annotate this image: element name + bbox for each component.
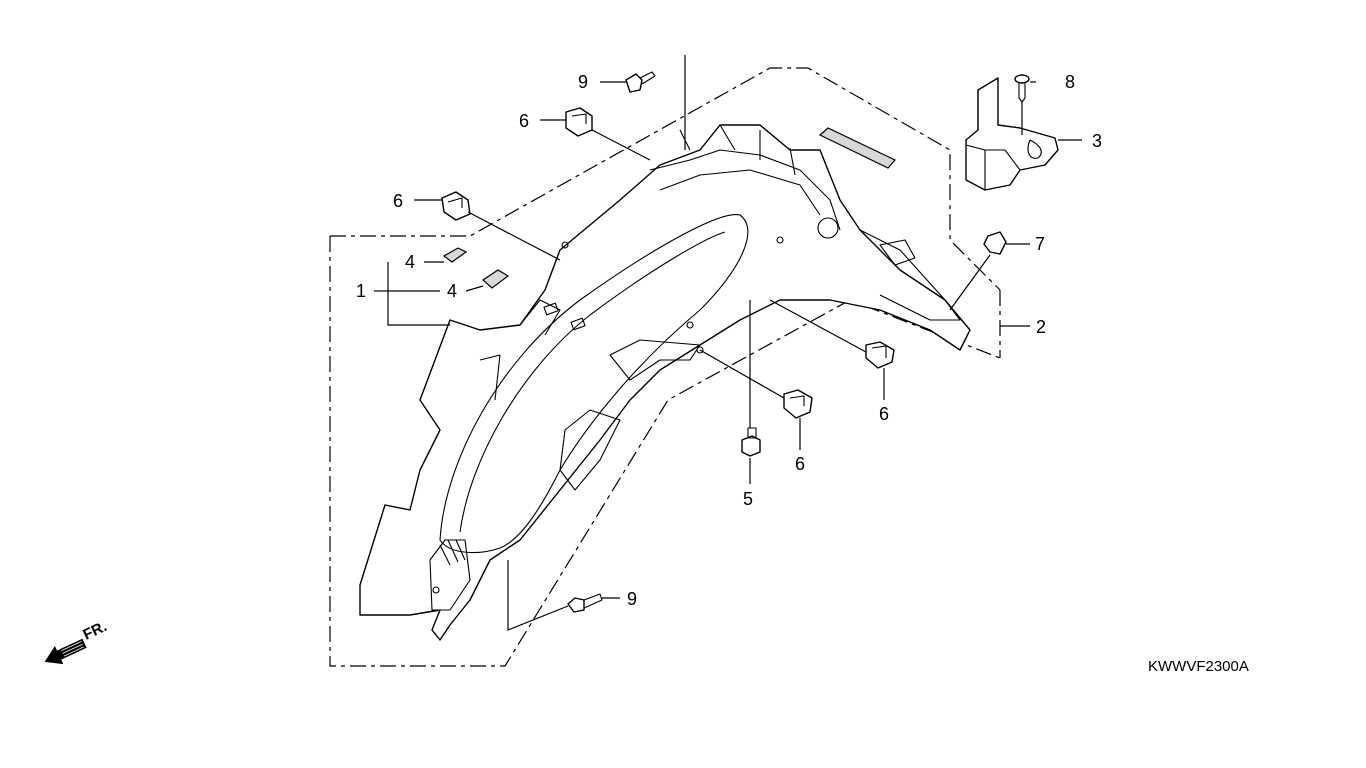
- callout-5: 5: [743, 489, 753, 509]
- front-direction-arrow-icon: [44, 638, 87, 665]
- drawing-code: KWWVF2300A: [1148, 658, 1249, 675]
- clip-nut-part-6-b: [441, 191, 471, 221]
- clip-nut-part-6-d: [783, 389, 813, 419]
- pad-part-4-a: [442, 247, 468, 263]
- rear-fender-part: [359, 124, 971, 641]
- callout-3: 3: [1092, 131, 1102, 151]
- leader-lines: [374, 55, 1082, 631]
- screw-part-8: [1014, 74, 1030, 103]
- callout-6-c: 6: [879, 404, 889, 424]
- callout-4-a: 4: [405, 252, 415, 272]
- callout-4-b: 4: [447, 281, 457, 301]
- callout-6-a: 6: [519, 111, 529, 131]
- pad-part-4-b: [482, 269, 510, 289]
- bolt-part-9-bottom: [567, 593, 603, 613]
- clip-nut-part-6-c: [865, 341, 895, 369]
- callout-6-d: 6: [795, 454, 805, 474]
- callout-9-top: 9: [578, 72, 588, 92]
- grommet-part-7: [983, 231, 1007, 255]
- callout-6-b: 6: [393, 191, 403, 211]
- callout-8: 8: [1065, 72, 1075, 92]
- rear-fender-seal-strip: [818, 127, 896, 169]
- bracket-part: [965, 77, 1059, 191]
- bolt-part-9-top: [625, 71, 656, 93]
- callout-7: 7: [1035, 234, 1045, 254]
- clip-nut-part-6-a: [565, 107, 593, 137]
- callout-2: 2: [1036, 317, 1046, 337]
- callout-1: 1: [356, 281, 366, 301]
- front-direction-label: FR.: [81, 618, 110, 644]
- bolt-part-5: [741, 427, 761, 457]
- callout-9-bottom: 9: [627, 589, 637, 609]
